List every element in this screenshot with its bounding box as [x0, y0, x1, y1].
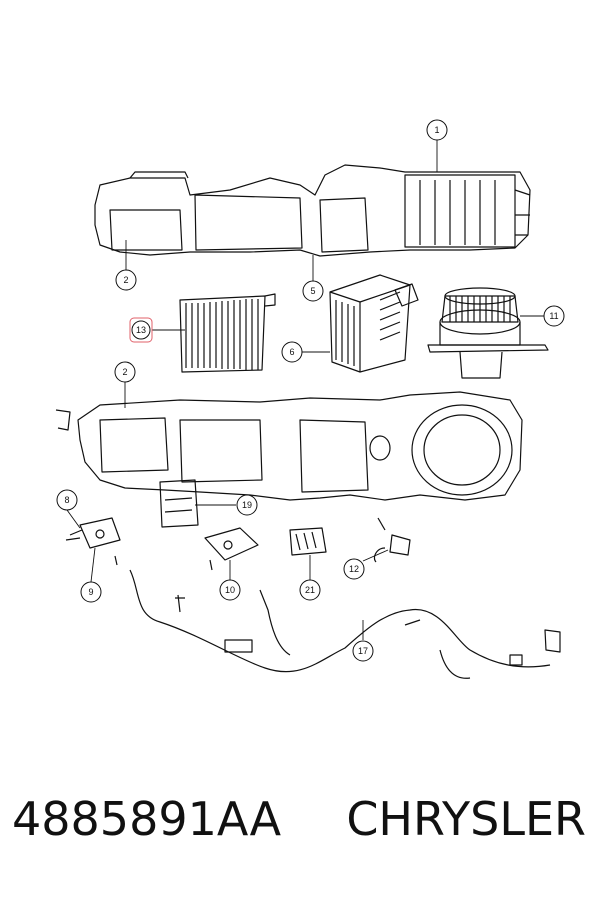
callout-5-label: 5: [310, 286, 315, 296]
callout-13-label: 13: [136, 325, 146, 335]
callout-17-label: 17: [358, 646, 368, 656]
wiring-harness: [129, 569, 561, 679]
callout-2-lower: 2: [114, 361, 136, 383]
callout-1: 1: [426, 119, 448, 141]
callout-12: 12: [343, 558, 365, 580]
blower-motor: [427, 287, 549, 379]
callout-12-label: 12: [349, 564, 359, 574]
callout-19: 19: [236, 494, 258, 516]
evaporator-core: [329, 274, 419, 373]
callout-21: 21: [299, 579, 321, 601]
callout-5: 5: [302, 280, 324, 302]
callout-13: 13: [129, 317, 153, 343]
heater-core: [179, 293, 276, 373]
callout-8-label: 8: [64, 495, 69, 505]
callout-1-label: 1: [434, 125, 439, 135]
blower-resistor: [289, 527, 327, 556]
leader-lines: [66, 140, 544, 640]
callout-17: 17: [352, 640, 374, 662]
callout-11-label: 11: [549, 311, 558, 321]
callout-21-label: 21: [305, 585, 315, 595]
callout-2-lower-label: 2: [122, 367, 127, 377]
callout-6: 6: [281, 341, 303, 363]
actuator-center: [204, 527, 259, 571]
callout-2-upper-label: 2: [123, 275, 128, 285]
callout-2-upper: 2: [115, 269, 137, 291]
lower-hvac-housing: [55, 391, 523, 528]
brand-name: CHRYSLER: [346, 792, 586, 846]
part-number: 4885891AA: [12, 792, 282, 846]
callout-9-label: 9: [88, 587, 93, 597]
footer: 4885891AA CHRYSLER: [0, 792, 600, 872]
callout-10-label: 10: [225, 585, 235, 595]
actuator-left: [65, 517, 121, 566]
callout-8: 8: [56, 489, 78, 511]
upper-hvac-housing: [94, 164, 531, 257]
callout-11: 11: [543, 305, 565, 327]
callout-9: 9: [80, 581, 102, 603]
callout-10: 10: [219, 579, 241, 601]
callout-6-label: 6: [289, 347, 294, 357]
temperature-sensor: [373, 517, 411, 563]
callout-19-label: 19: [242, 500, 252, 510]
